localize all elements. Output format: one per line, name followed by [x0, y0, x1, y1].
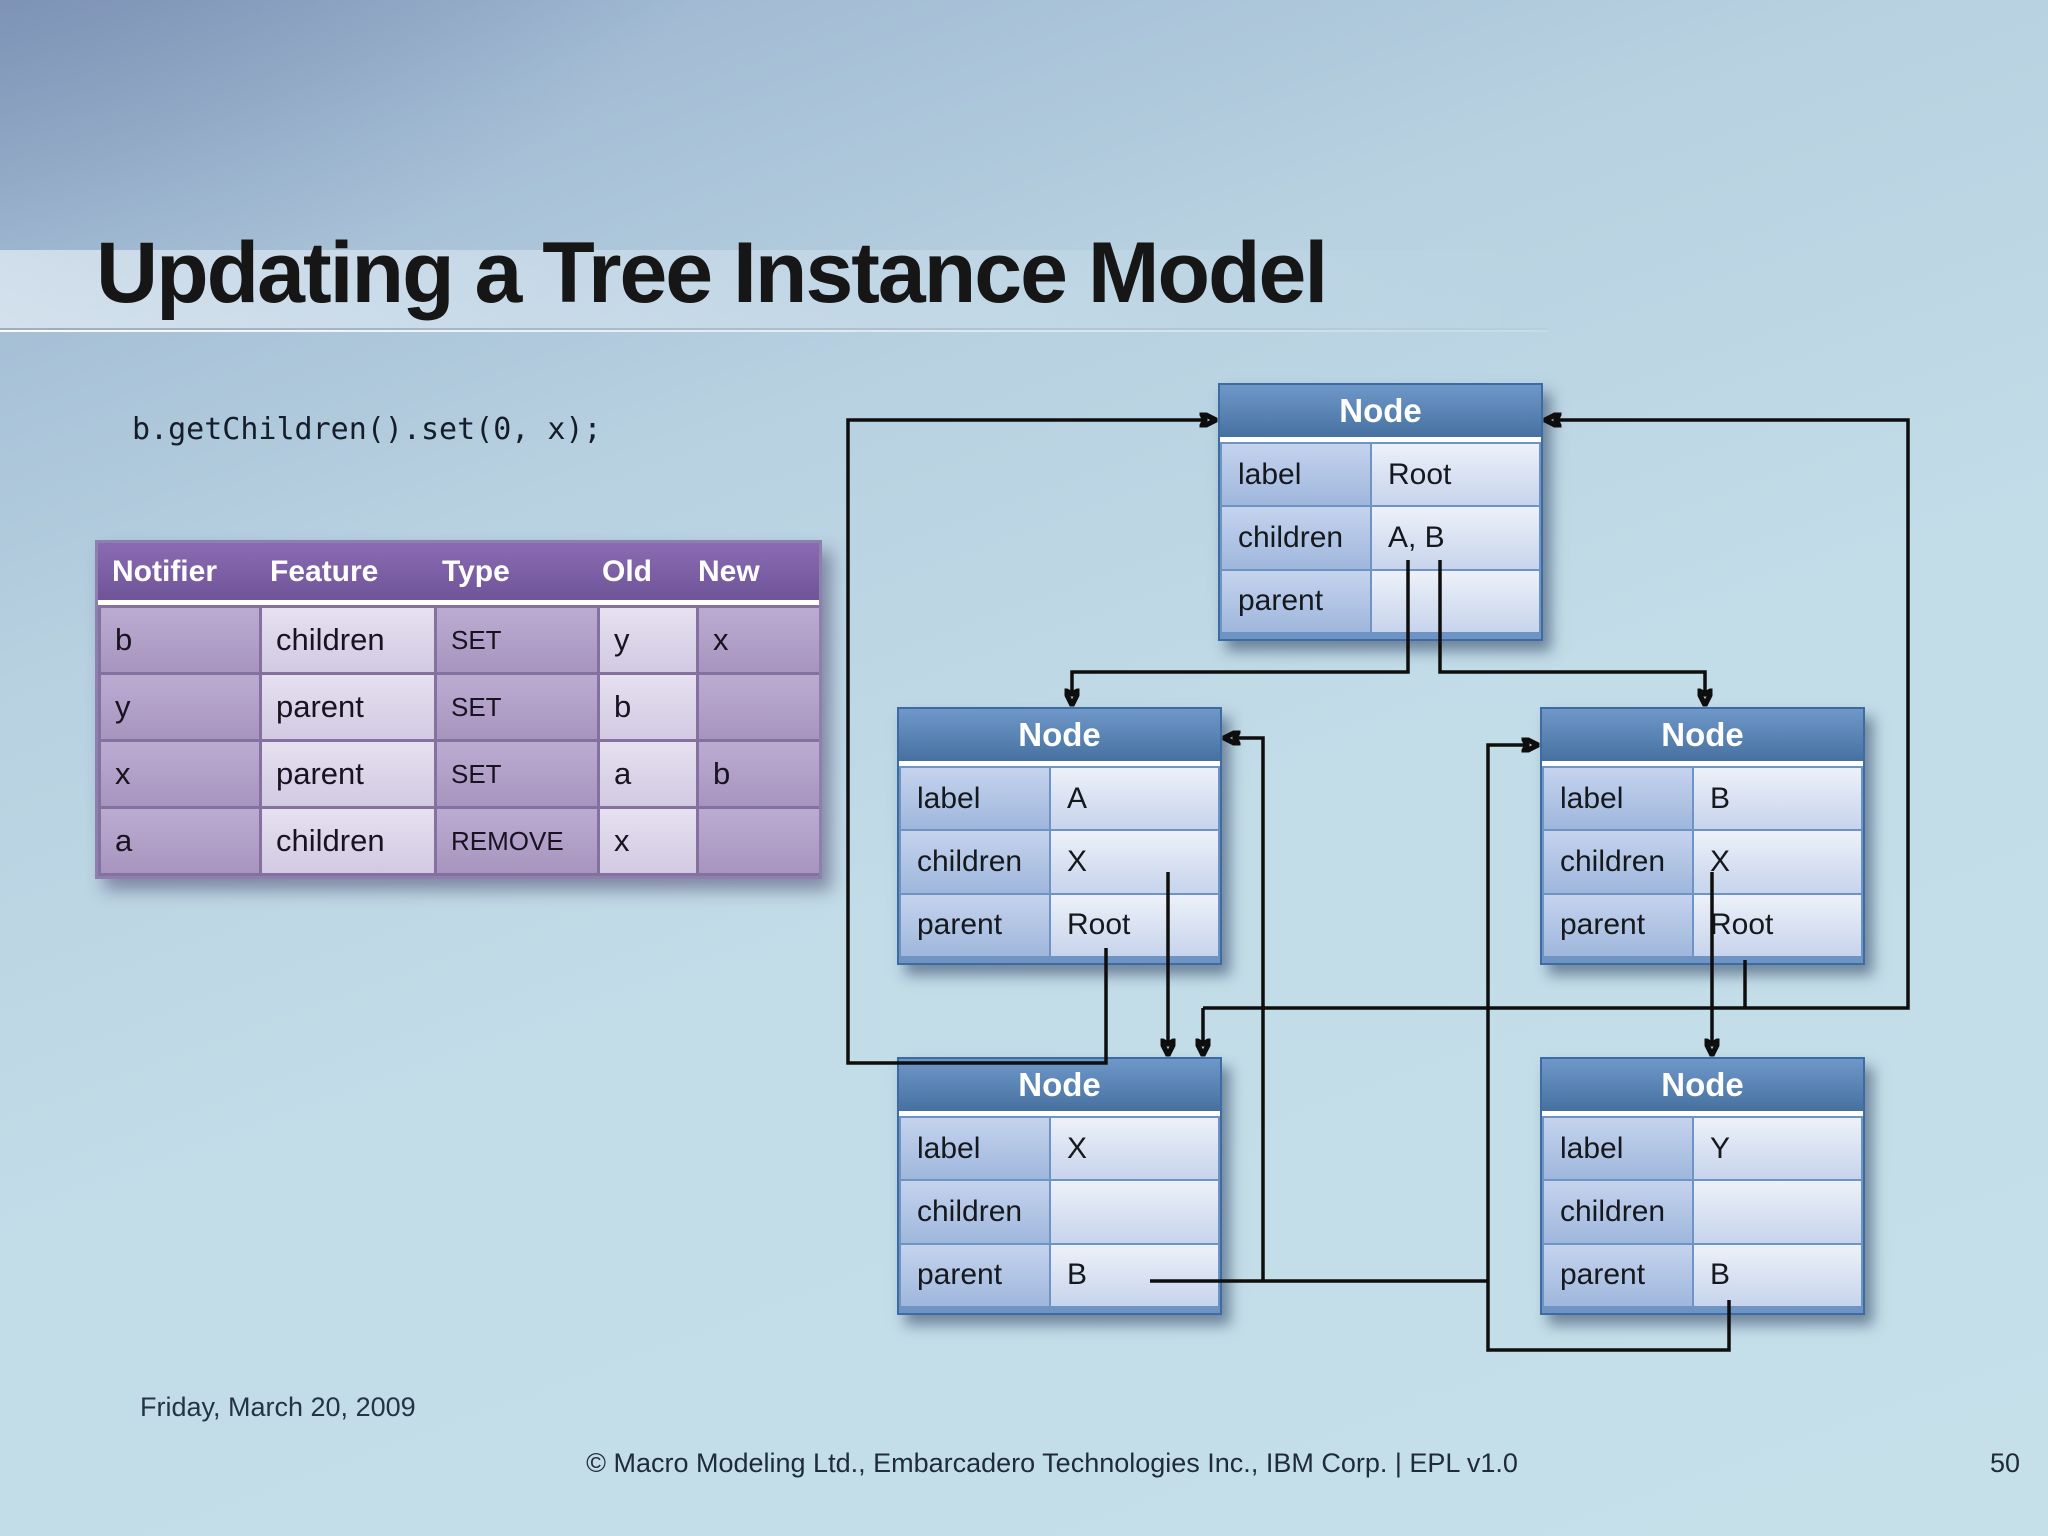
table-cell: y — [101, 675, 259, 739]
table-cell: b — [101, 608, 259, 672]
field-name: children — [1544, 1181, 1692, 1243]
table-cell: b — [699, 742, 819, 806]
field-name: parent — [901, 1244, 1049, 1306]
table-cell: x — [600, 809, 696, 873]
table-cell: SET — [437, 608, 597, 672]
node-title: Node — [1542, 709, 1863, 766]
field-value: Root — [1051, 894, 1218, 956]
node-table-y: Node label Y children parent B — [1540, 1057, 1865, 1315]
field-name: label — [1222, 444, 1370, 506]
footer-copyright: © Macro Modeling Ltd., Embarcadero Techn… — [586, 1448, 1518, 1478]
table-cell: x — [101, 742, 259, 806]
change-table: Notifier Feature Type Old New b children… — [95, 540, 822, 879]
table-cell — [699, 809, 819, 873]
field-value: Root — [1372, 444, 1539, 506]
table-cell: b — [600, 675, 696, 739]
field-name: label — [1544, 1118, 1692, 1180]
field-name: parent — [1544, 1244, 1692, 1306]
field-value: B — [1694, 768, 1861, 830]
field-name: children — [901, 831, 1049, 893]
field-value — [1372, 570, 1539, 632]
field-name: children — [901, 1181, 1049, 1243]
field-value: X — [1051, 831, 1218, 893]
field-value: X — [1051, 1118, 1218, 1180]
field-value — [1051, 1181, 1218, 1243]
table-cell: SET — [437, 675, 597, 739]
field-value: Root — [1694, 894, 1861, 956]
field-value: A — [1051, 768, 1218, 830]
field-value: B — [1051, 1244, 1218, 1306]
change-table-header: Notifier Feature Type Old New — [98, 543, 819, 605]
table-cell: y — [600, 608, 696, 672]
node-title: Node — [1220, 385, 1541, 442]
table-cell: REMOVE — [437, 809, 597, 873]
table-cell: children — [262, 809, 434, 873]
connector-parents-to-b — [1486, 745, 1526, 1281]
node-title: Node — [1542, 1059, 1863, 1116]
footer-date: Friday, March 20, 2009 — [140, 1392, 416, 1422]
node-title: Node — [899, 709, 1220, 766]
column-header-new: New — [698, 554, 760, 588]
field-name: children — [1222, 507, 1370, 569]
change-table-body: b children SET y x y parent SET b x pare… — [98, 605, 819, 876]
field-name: parent — [1222, 570, 1370, 632]
field-value: X — [1694, 831, 1861, 893]
table-cell: parent — [262, 742, 434, 806]
page-title: Updating a Tree Instance Model — [96, 225, 1328, 321]
table-cell: a — [600, 742, 696, 806]
node-table-a: Node label A children X parent Root — [897, 707, 1222, 965]
field-name: label — [901, 768, 1049, 830]
table-cell: children — [262, 608, 434, 672]
field-name: children — [1544, 831, 1692, 893]
field-name: parent — [1544, 894, 1692, 956]
column-header-feature: Feature — [270, 554, 379, 588]
table-cell: x — [699, 608, 819, 672]
page-number: 50 — [1989, 1448, 2020, 1478]
code-snippet: b.getChildren().set(0, x); — [132, 412, 602, 447]
field-value: B — [1694, 1244, 1861, 1306]
column-header-notifier: Notifier — [112, 554, 217, 588]
node-title: Node — [899, 1059, 1220, 1116]
node-table-root: Node label Root children A, B parent — [1218, 383, 1543, 641]
table-cell — [699, 675, 819, 739]
connector-x-parent-to-a — [1236, 738, 1265, 1281]
title-rule — [0, 330, 1548, 332]
field-name: parent — [901, 894, 1049, 956]
table-cell: a — [101, 809, 259, 873]
table-cell: SET — [437, 742, 597, 806]
column-header-type: Type — [442, 554, 510, 588]
field-name: label — [1544, 768, 1692, 830]
field-value — [1694, 1181, 1861, 1243]
field-value: Y — [1694, 1118, 1861, 1180]
node-table-x: Node label X children parent B — [897, 1057, 1222, 1315]
table-cell: parent — [262, 675, 434, 739]
title-rule — [0, 328, 1548, 330]
field-name: label — [901, 1118, 1049, 1180]
field-value: A, B — [1372, 507, 1539, 569]
column-header-old: Old — [602, 554, 652, 588]
node-table-b: Node label B children X parent Root — [1540, 707, 1865, 965]
